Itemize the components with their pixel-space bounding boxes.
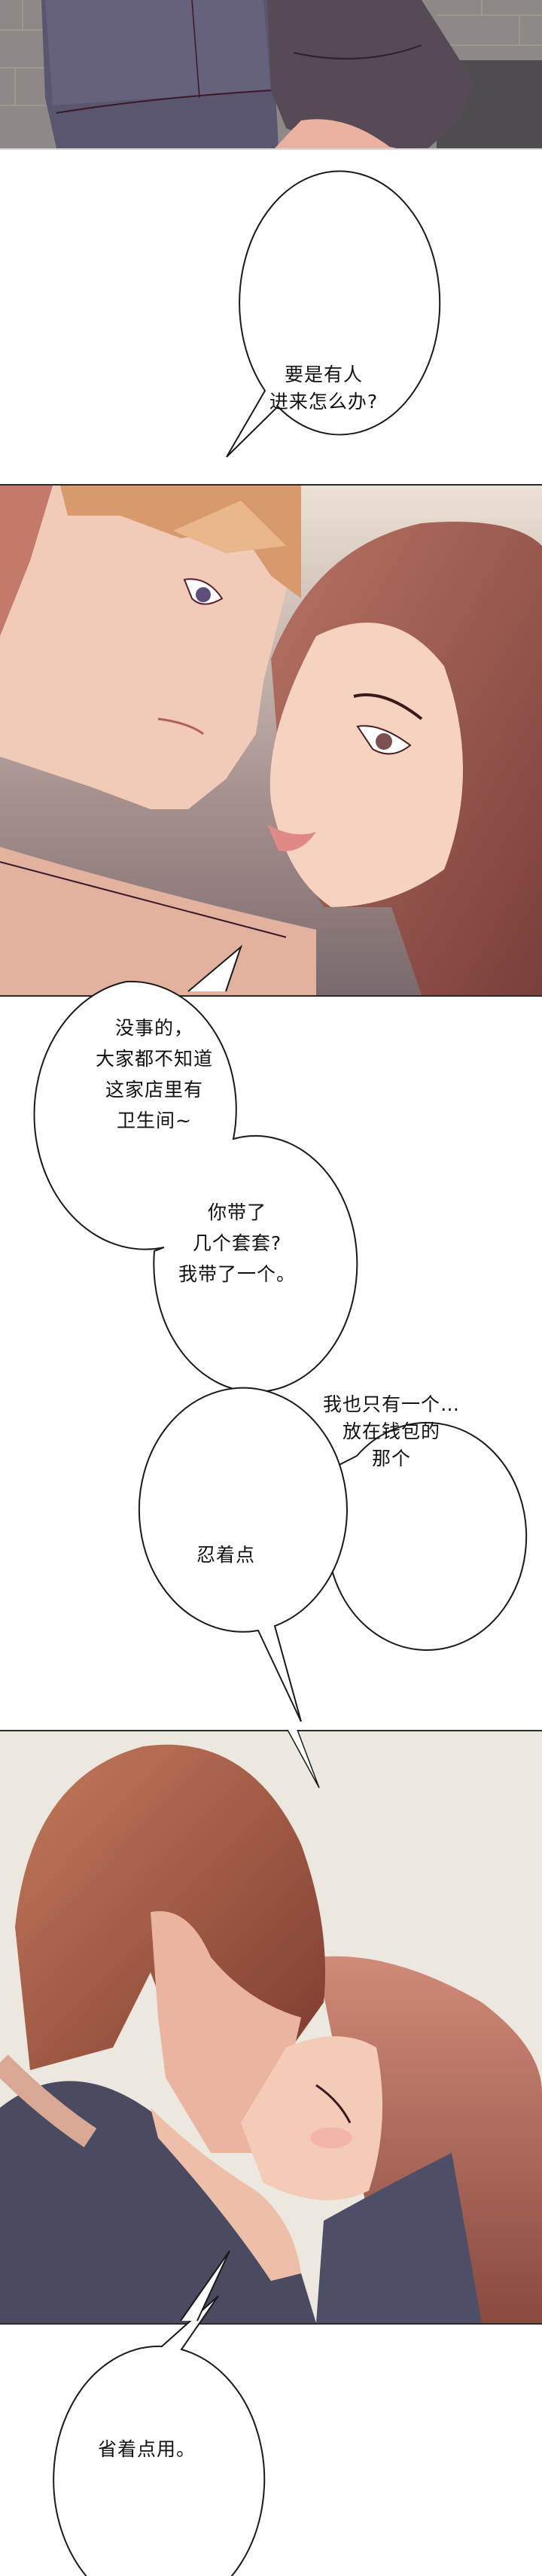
bubble-1-shape <box>226 170 441 458</box>
bubble-5-shape <box>138 1387 348 1722</box>
bubble-3-text: 你带了 几个套套? 我带了一个。 <box>162 1197 312 1290</box>
bubble-1-line-1: 要是有人 <box>284 364 363 385</box>
bubble-2-line-4: 卫生间~ <box>117 1110 192 1131</box>
panel-2-art <box>0 486 542 995</box>
panel-1-clothing-closeup <box>0 0 542 150</box>
bubble-4-line-2: 放在钱包的 <box>342 1420 440 1442</box>
bubble-5-text: 忍着点 <box>173 1542 279 1569</box>
bubble-4-line-1: 我也只有一个… <box>322 1393 460 1415</box>
bubble-6-text: 省着点用。 <box>75 2436 218 2463</box>
panel-3-kiss <box>0 1730 542 2325</box>
bubble-2-line-2: 大家都不知道 <box>95 1048 213 1070</box>
bubble-6-shape <box>53 2295 266 2576</box>
bubble-3-line-1: 你带了 <box>207 1201 266 1223</box>
bubble-1-line-2: 进来怎么办? <box>269 391 379 413</box>
bubble-3-line-3: 我带了一个。 <box>178 1263 296 1285</box>
bubble-5-line-1: 忍着点 <box>196 1544 255 1566</box>
bubble-2-line-3: 这家店里有 <box>105 1079 203 1101</box>
bubble-2-line-1: 没事的， <box>114 1017 193 1039</box>
bubble-4-line-3: 那个 <box>371 1448 411 1469</box>
panel-2-faces-closeup <box>0 484 542 997</box>
panel-3-art <box>0 1731 542 2323</box>
bubble-1-text: 要是有人 进来怎么办? <box>248 361 399 416</box>
bubble-3-line-2: 几个套套? <box>192 1232 282 1254</box>
bubble-2-text: 没事的， 大家都不知道 这家店里有 卫生间~ <box>72 1012 237 1136</box>
bubble-6-line-1: 省着点用。 <box>97 2438 196 2460</box>
bubble-4-text: 我也只有一个… 放在钱包的 那个 <box>301 1391 482 1472</box>
bubble-4-shape <box>323 1422 528 1651</box>
panel-1-art <box>0 0 542 148</box>
bubble-2-3-shape <box>33 980 358 1393</box>
